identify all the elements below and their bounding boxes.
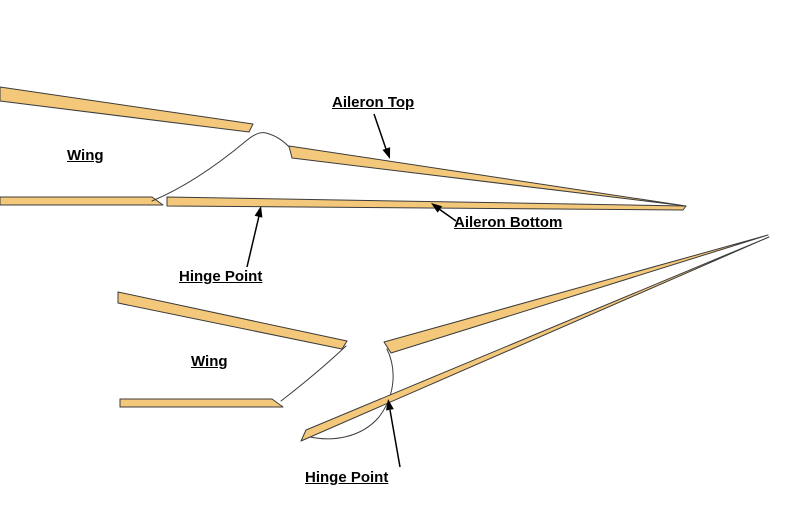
aileron-nose-curve: [151, 132, 292, 202]
aileron-bottom-arrowhead-icon: [431, 203, 443, 213]
label-hinge-point-top-diagram: Hinge Point: [179, 268, 263, 285]
wing-top-skin: [117, 291, 348, 350]
aileron-nose-curve: [305, 348, 394, 440]
wing-bottom-skin: [119, 398, 284, 408]
aileron-top-arrowhead-icon: [382, 147, 391, 159]
aileron-top-sheet: [383, 234, 769, 354]
aileron-top-sheet: [288, 145, 687, 207]
hinge-point-arrow-line: [246, 215, 260, 268]
label-aileron-top: Aileron Top: [332, 94, 415, 111]
wing-cove-line: [280, 345, 347, 402]
deflected-position-diagram: [117, 234, 770, 468]
wing-top-skin: [0, 86, 254, 133]
aileron-bottom-sheet: [300, 236, 770, 442]
label-wing-bottom-diagram: Wing: [191, 353, 228, 370]
neutral-position-diagram: [0, 86, 687, 268]
hinge-point-arrowhead-icon: [386, 399, 394, 411]
label-hinge-point-bottom-diagram: Hinge Point: [305, 469, 389, 486]
hinge-point-arrowhead-icon: [254, 206, 263, 218]
label-wing-top-diagram: Wing: [67, 147, 104, 164]
label-aileron-bottom: Aileron Bottom: [454, 214, 563, 231]
aileron-bottom-sheet: [166, 196, 687, 211]
aileron-top-arrow-line: [373, 113, 387, 150]
aileron-bottom-arrow-line: [438, 208, 457, 222]
hinge-point-arrow-line: [389, 409, 401, 468]
wing-bottom-skin: [0, 196, 164, 206]
